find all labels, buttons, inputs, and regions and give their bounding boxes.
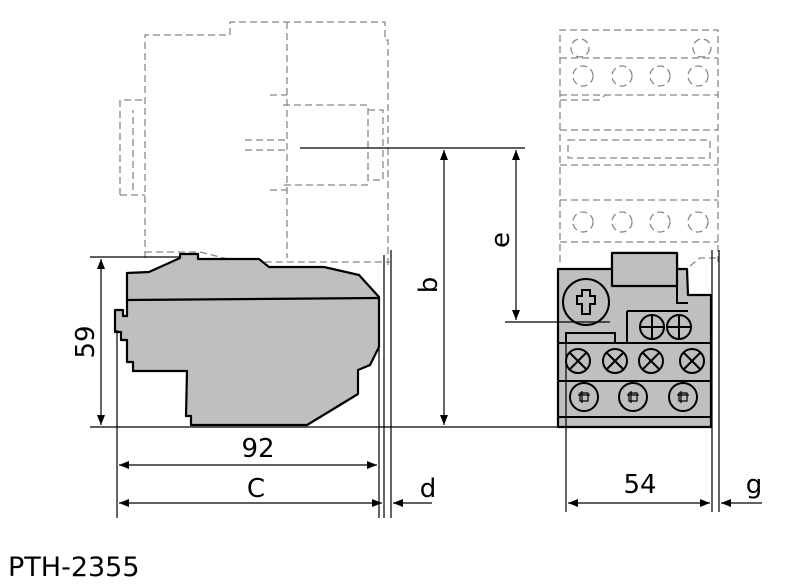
relay-side-view [113, 252, 381, 427]
dim-label-92: 92 [241, 434, 274, 464]
dimension-lines [90, 147, 762, 518]
dim-label-e: e [486, 232, 516, 248]
dim-label-59: 59 [71, 325, 101, 358]
reset-button [610, 251, 679, 288]
dim-label-54: 54 [623, 470, 656, 500]
current-adjust-dial-icon [562, 278, 610, 326]
terminal-screws-x-icon [565, 348, 705, 374]
contactor-side-outline-dashed [119, 21, 390, 265]
contactor-front-outline-dashed [559, 29, 719, 267]
dim-label-g: g [746, 470, 763, 500]
relay-front-view [556, 251, 713, 429]
model-title: PTH-2355 [8, 552, 140, 583]
aux-contact-screws-icon [639, 314, 692, 340]
dim-label-d: d [420, 474, 437, 504]
main-terminal-screws-icon [569, 382, 698, 412]
dim-label-b: b [414, 277, 444, 294]
dim-label-c: C [247, 474, 265, 504]
